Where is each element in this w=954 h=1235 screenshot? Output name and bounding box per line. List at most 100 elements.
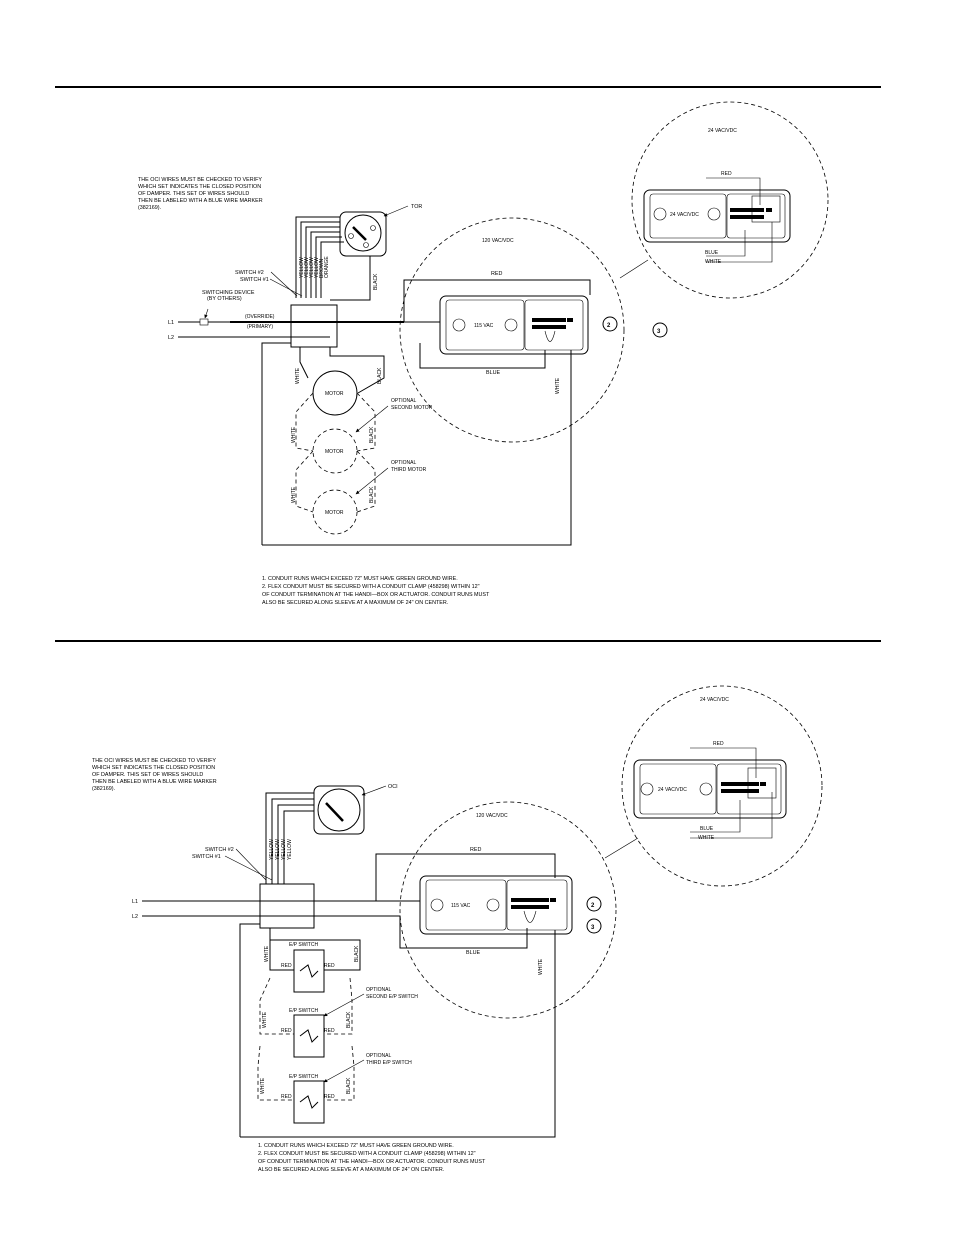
optional-third-label: THIRD MOTOR bbox=[391, 467, 427, 473]
white-label: WHITE bbox=[291, 486, 297, 503]
conduit-note-line: 1. CONDUIT RUNS WHICH EXCEED 72" MUST HA… bbox=[258, 1143, 454, 1149]
junction-box bbox=[290, 304, 338, 348]
note-line: WHICH SET INDICATES THE CLOSED POSITION bbox=[138, 184, 261, 190]
tor-label: TOR bbox=[411, 204, 422, 210]
l1-label: L1 bbox=[132, 899, 138, 905]
oci-wires bbox=[265, 792, 314, 884]
diagram-2: THE OCI WIRES MUST BE CHECKED TO VERIFY … bbox=[92, 685, 823, 1173]
ep-switch-label: E/P SWITCH bbox=[289, 1008, 318, 1014]
switching-device-symbol bbox=[199, 318, 209, 326]
wire-label: YELLOW bbox=[304, 257, 310, 278]
wire-label: YELLOW bbox=[287, 839, 293, 860]
ep-switch-label: E/P SWITCH bbox=[289, 1074, 318, 1080]
l2-label: L2 bbox=[168, 335, 174, 341]
oci-device: OCI bbox=[313, 784, 398, 835]
wire-label: YELLOW bbox=[269, 839, 275, 860]
black-label: BLACK bbox=[369, 486, 375, 503]
override-label: (OVERRIDE) bbox=[245, 314, 275, 320]
note-line: OF DAMPER. THIS SET OF WIRES SHOULD bbox=[92, 772, 203, 778]
motor-label: MOTOR bbox=[325, 449, 344, 455]
vac24-label: 24 VAC/VDC bbox=[670, 212, 699, 218]
optional-second-label: SECOND E/P SWITCH bbox=[366, 994, 418, 1000]
blue-wire bbox=[419, 343, 546, 369]
conduit-note-line: 2. FLEX CONDUIT MUST BE SECURED WITH A C… bbox=[258, 1151, 476, 1157]
black-label: BLACK bbox=[369, 426, 375, 443]
white-label: WHITE bbox=[555, 377, 561, 394]
optional-third-label: THIRD E/P SWITCH bbox=[366, 1060, 412, 1066]
conduit-note-line: ALSO BE SECURED ALONG SLEEVE AT A MAXIMU… bbox=[258, 1167, 444, 1173]
red-label: RED bbox=[281, 1028, 292, 1034]
badge-3: 3 bbox=[657, 329, 661, 335]
red-label: RED bbox=[470, 847, 481, 853]
tor-device: TOR bbox=[339, 204, 422, 257]
conduit-notes: 1. CONDUIT RUNS WHICH EXCEED 72" MUST HA… bbox=[258, 1143, 486, 1173]
note-line: THE OCI WIRES MUST BE CHECKED TO VERIFY bbox=[138, 177, 262, 183]
red-label: RED bbox=[491, 271, 502, 277]
actuator-24vac: 24 VAC/VDC 24 VAC/VDC RED BLUE WHITE bbox=[619, 101, 829, 299]
red-wire bbox=[375, 853, 556, 901]
conduit-note-line: OF CONDUIT TERMINATION AT THE HANDI—BOX … bbox=[258, 1159, 486, 1165]
red-wire bbox=[403, 279, 591, 322]
oci-note: THE OCI WIRES MUST BE CHECKED TO VERIFY … bbox=[92, 758, 217, 792]
badge-2: 2 bbox=[607, 323, 611, 329]
optional-second-label: OPTIONAL bbox=[391, 398, 417, 404]
conduit-note-line: 1. CONDUIT RUNS WHICH EXCEED 72" MUST HA… bbox=[262, 576, 458, 582]
note-line: THEN BE LABELED WITH A BLUE WIRE MARKER bbox=[138, 198, 263, 204]
conduit-note-line: OF CONDUIT TERMINATION AT THE HANDI—BOX … bbox=[262, 592, 490, 598]
vac120-label: 120 VAC/VDC bbox=[482, 238, 514, 244]
motor-second: MOTOR WHITE BLACK OPTIONAL SECOND MOTOR bbox=[291, 392, 433, 474]
optional-third-label: OPTIONAL bbox=[366, 1053, 392, 1059]
black-label: BLACK bbox=[377, 367, 383, 384]
conduit-note-line: ALSO BE SECURED ALONG SLEEVE AT A MAXIMU… bbox=[262, 600, 448, 606]
white-label: WHITE bbox=[698, 835, 715, 841]
vac115-label: 115 VAC bbox=[474, 323, 494, 329]
red-label: RED bbox=[713, 741, 724, 747]
actuator-120vac: 120 VAC/VDC 115 VAC 2 3 bbox=[399, 801, 617, 1019]
black-motor-wire bbox=[329, 347, 385, 364]
white-label: WHITE bbox=[264, 945, 270, 962]
ep-switch-third: E/P SWITCH RED RED WHITE BLACK OPTIONAL … bbox=[257, 1045, 412, 1124]
blue-label: BLUE bbox=[486, 370, 500, 376]
red-label: RED bbox=[281, 1094, 292, 1100]
switch2-label: SWITCH #2 bbox=[235, 270, 264, 276]
vac24-title: 24 VAC/VDC bbox=[708, 128, 737, 134]
actuator-24vac: 24 VAC/VDC 24 VAC/VDC RED BLUE WHITE bbox=[604, 685, 823, 887]
red-label: RED bbox=[721, 171, 732, 177]
black-label: BLACK bbox=[346, 1077, 352, 1094]
conduit-notes: 1. CONDUIT RUNS WHICH EXCEED 72" MUST HA… bbox=[262, 576, 490, 606]
black-label: BLACK bbox=[354, 945, 360, 962]
vac24-label: 24 VAC/VDC bbox=[658, 787, 687, 793]
ep-switch-label: E/P SWITCH bbox=[289, 942, 318, 948]
blue-label: BLUE bbox=[466, 950, 480, 956]
optional-second-label: SECOND MOTOR bbox=[391, 405, 433, 411]
vac24-title: 24 VAC/VDC bbox=[700, 697, 729, 703]
vac115-label: 115 VAC bbox=[451, 903, 471, 909]
tor-wires bbox=[295, 216, 371, 301]
white-label: WHITE bbox=[260, 1077, 266, 1094]
note-line: THEN BE LABELED WITH A BLUE WIRE MARKER bbox=[92, 779, 217, 785]
red-label: RED bbox=[324, 963, 335, 969]
switch1-label: SWITCH #1 bbox=[240, 277, 269, 283]
ep-switch-primary: E/P SWITCH RED RED WHITE BLACK bbox=[264, 928, 361, 993]
note-line: (382169). bbox=[92, 786, 115, 792]
black-label: BLACK bbox=[373, 273, 379, 290]
wire-label: BROWN bbox=[319, 258, 325, 278]
wire-label: YELLOW bbox=[275, 839, 281, 860]
white-label: WHITE bbox=[291, 426, 297, 443]
diagram-1: THE OCI WIRES MUST BE CHECKED TO VERIFY … bbox=[138, 101, 829, 606]
note-line: THE OCI WIRES MUST BE CHECKED TO VERIFY bbox=[92, 758, 216, 764]
primary-label: (PRIMARY) bbox=[247, 324, 273, 330]
blue-wire bbox=[296, 915, 528, 949]
white-label: WHITE bbox=[538, 958, 544, 975]
motor-label: MOTOR bbox=[325, 391, 344, 397]
note-line: OF DAMPER. THIS SET OF WIRES SHOULD bbox=[138, 191, 249, 197]
wire-label: YELLOW bbox=[281, 839, 287, 860]
wire-label: ORANGE bbox=[324, 256, 330, 278]
wire-label: YELLOW bbox=[309, 257, 315, 278]
l1-label: L1 bbox=[168, 320, 174, 326]
wire-color-labels: YELLOW YELLOW YELLOW YELLOW BROWN ORANGE… bbox=[299, 256, 379, 290]
vac120-label: 120 VAC/VDC bbox=[476, 813, 508, 819]
switch2-label: SWITCH #2 bbox=[205, 847, 234, 853]
red-label: RED bbox=[281, 963, 292, 969]
